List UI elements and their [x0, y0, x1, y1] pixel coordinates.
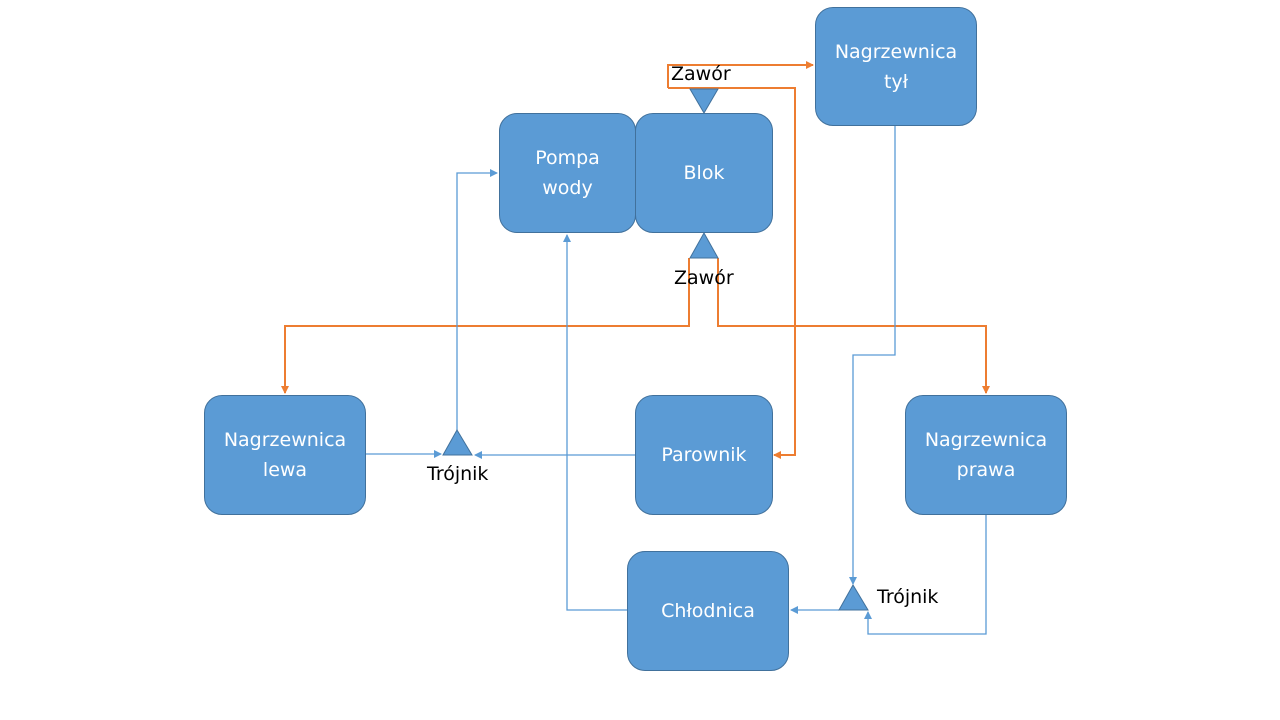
valve-top-label: Zawór: [671, 63, 731, 85]
line-valve-top-to-heater-rear: [667, 61, 814, 88]
line-heater-right-to-tee: [864, 515, 987, 635]
line-valve-bottom-to-heater-right: [717, 258, 990, 394]
valve-bottom-label: Zawór: [674, 267, 734, 289]
valve-top-icon: [689, 88, 719, 114]
line-valve-top-to-evaporator: [668, 87, 796, 459]
line-valve-bottom-to-heater-left: [281, 258, 690, 394]
node-engine-block[interactable]: Blok: [635, 113, 773, 233]
tee-left-label: Trójnik: [427, 463, 489, 485]
valve-bottom-icon: [689, 231, 719, 259]
node-heater-rear[interactable]: Nagrzewnica tył: [815, 7, 977, 126]
node-heater-left[interactable]: Nagrzewnica lewa: [204, 395, 366, 515]
node-water-pump[interactable]: Pompa wody: [499, 113, 636, 233]
node-heater-right[interactable]: Nagrzewnica prawa: [905, 395, 1067, 515]
line-tee-to-pump: [456, 169, 498, 430]
tee-right-icon: [838, 584, 869, 611]
line-radiator-to-pump: [563, 234, 627, 611]
line-heater-rear-to-tee: [849, 126, 896, 585]
tee-left-icon: [442, 429, 473, 456]
tee-right-label: Trójnik: [877, 586, 939, 608]
node-evaporator[interactable]: Parownik: [635, 395, 773, 515]
node-radiator[interactable]: Chłodnica: [627, 551, 789, 671]
